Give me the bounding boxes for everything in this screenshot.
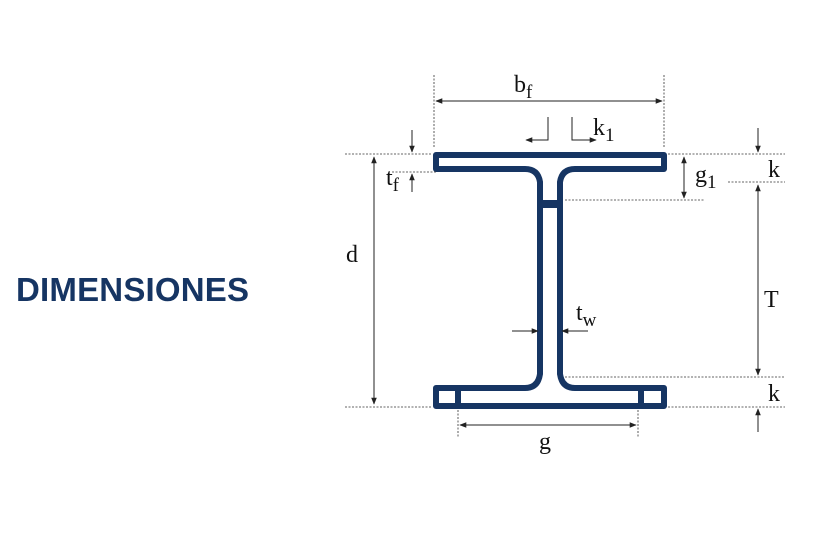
label-T: T: [764, 287, 779, 313]
label-tf: tf: [386, 165, 400, 196]
bolt-gauge-mark-right: [638, 389, 644, 406]
extension-lines: [345, 75, 785, 438]
label-k-bottom: k: [768, 381, 780, 407]
label-k1: k1: [593, 115, 615, 146]
label-g1: g1: [695, 162, 717, 193]
dimension-line-k1-left: [525, 117, 549, 143]
label-tw: tw: [576, 300, 597, 331]
ibeam-section: [433, 152, 667, 409]
web-detail-mark: [540, 200, 560, 208]
page-title: DIMENSIONES: [16, 271, 250, 308]
label-bf: bf: [514, 72, 533, 103]
dimension-line-k1-right: [571, 117, 597, 143]
label-d: d: [346, 242, 358, 268]
label-g: g: [539, 429, 551, 455]
bolt-gauge-mark-left: [455, 389, 461, 406]
ibeam-outline: [433, 152, 667, 409]
label-k-top: k: [768, 157, 780, 183]
